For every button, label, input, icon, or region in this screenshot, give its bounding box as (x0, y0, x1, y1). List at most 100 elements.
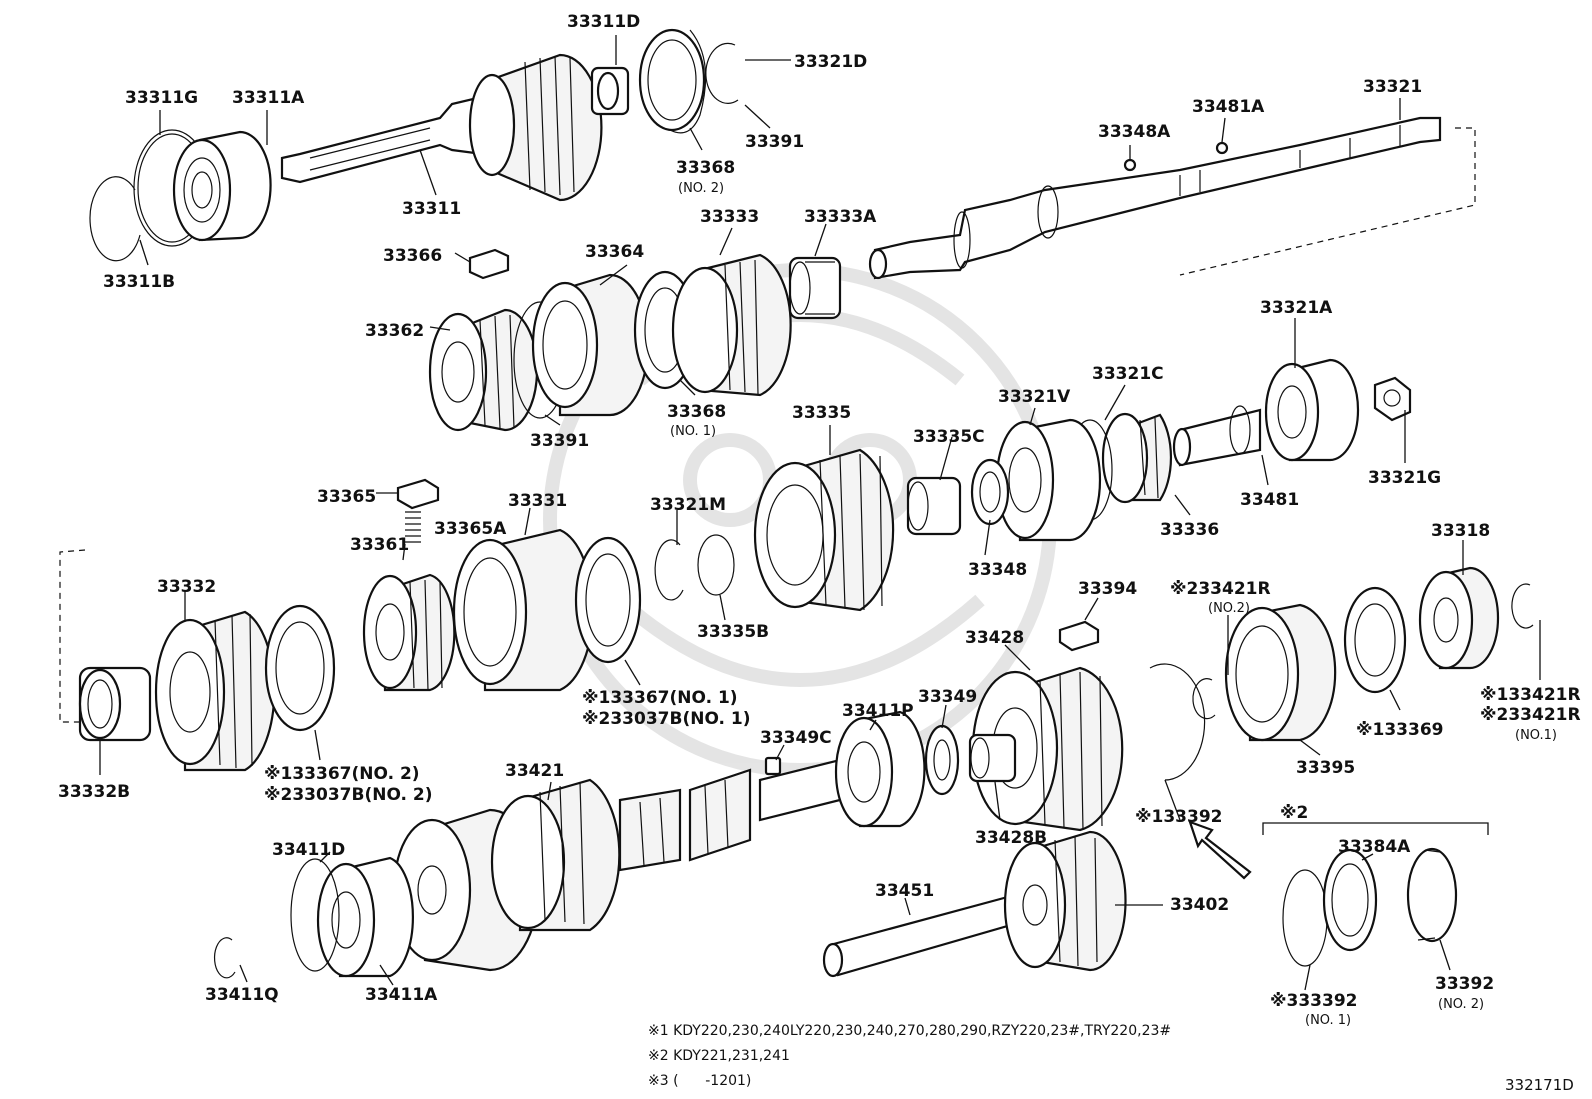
label-33335C: 33335C (913, 427, 985, 447)
label-33368-no1: 33368 (667, 402, 726, 422)
label-133369: ※133369 (1356, 720, 1444, 740)
idler-gear-33402 (1003, 830, 1127, 972)
snap-ring-133421R (1511, 583, 1534, 629)
label-33333: 33333 (700, 207, 759, 227)
label-333392-no1-sub: (NO. 1) (1305, 1013, 1351, 1028)
label-133367-no1: ※133367(NO. 1) (582, 688, 738, 708)
spacer-33349C (764, 756, 782, 776)
input-shaft-33311 (280, 53, 603, 202)
label-233421R-sub: (NO.1) (1515, 728, 1557, 743)
label-33395: 33395 (1296, 758, 1355, 778)
label-233421R-no2: ※233421R (1170, 579, 1271, 599)
label-233421R-no2-sub: (NO.2) (1208, 601, 1250, 616)
label-33321C: 33321C (1092, 364, 1164, 384)
label-233421R: ※233421R (1480, 705, 1581, 725)
label-33368-no2: 33368 (676, 158, 735, 178)
label-33332: 33332 (157, 577, 216, 597)
label-133367-no2: ※133367(NO. 2) (264, 764, 420, 784)
label-33332B: 33332B (58, 782, 130, 802)
snap-ring-33411Q (213, 937, 236, 979)
label-33365A: 33365A (434, 519, 507, 539)
label-33311A: 33311A (232, 88, 305, 108)
bearing-33411A (316, 856, 415, 978)
label-33366: 33366 (383, 246, 442, 266)
label-33364: 33364 (585, 242, 644, 262)
label-33311D: 33311D (567, 12, 640, 32)
label-33349C: 33349C (760, 728, 832, 748)
hub-33361 (362, 573, 456, 692)
gear-33335 (753, 448, 895, 612)
key-33394 (1058, 620, 1100, 652)
label-33311: 33311 (402, 199, 461, 219)
guide-dashes-left (59, 549, 86, 723)
label-33365: 33365 (317, 487, 376, 507)
synchronizer-ring-33367-no1 (574, 536, 642, 664)
synchronizer-ring-33368-no2 (638, 28, 707, 134)
label-33348: 33348 (968, 560, 1027, 580)
spacer-33349 (924, 724, 960, 796)
part-shapes (59, 28, 1534, 979)
synchronizer-ring-33367-no2 (264, 604, 336, 732)
label-33333A: 33333A (804, 207, 877, 227)
direction-arrow (1188, 820, 1252, 880)
needle-bearing-33428B (968, 733, 1017, 783)
footnote-2: ※2 KDY221,231,241 (648, 1048, 790, 1064)
part-labels: 33311G 33311A 33311B 33311 33311D 33321D… (58, 12, 1581, 1028)
label-33348A: 33348A (1098, 122, 1171, 142)
counter-gear-33421 (392, 758, 842, 972)
idler-shaft-33451 (822, 893, 1026, 978)
snap-ring-33321D (705, 42, 739, 104)
label-33335B: 33335B (697, 622, 769, 642)
ring-33335B (697, 534, 735, 596)
label-33368-no2-sub: (NO. 2) (678, 181, 724, 196)
label-333392-no1: ※333392 (1270, 991, 1358, 1011)
label-33361: 33361 (350, 535, 409, 555)
label-33384A: 33384A (1338, 837, 1411, 857)
bearing-33321A (1264, 358, 1360, 462)
bearing-33411P (834, 710, 926, 828)
hub-sleeve-33362 (428, 308, 539, 432)
needle-bearing-33332B (78, 666, 152, 742)
nut-33321G (1373, 376, 1412, 422)
label-33421: 33421 (505, 761, 564, 781)
label-33392-no2-sub: (NO. 2) (1438, 997, 1484, 1012)
footnote-3: ※3 ( -1201) (648, 1073, 751, 1089)
spring-33365A (405, 511, 421, 543)
label-33336: 33336 (1160, 520, 1219, 540)
needle-bearing-33335C (906, 476, 962, 536)
footnote-1: ※1 KDY220,230,240LY220,230,240,270,280,2… (648, 1023, 1171, 1039)
label-33411Q: 33411Q (205, 985, 279, 1005)
label-33428: 33428 (965, 628, 1024, 648)
note2-bracket (1262, 822, 1489, 835)
label-33321G: 33321G (1368, 468, 1441, 488)
label-33481A: 33481A (1192, 97, 1265, 117)
collar-33348 (970, 458, 1010, 526)
label-33331: 33331 (508, 491, 567, 511)
label-note2-mark: ※2 (1280, 803, 1308, 823)
sleeve-33395 (1224, 603, 1337, 742)
label-33311B: 33311B (103, 272, 175, 292)
label-33392-no2: 33392 (1435, 974, 1494, 994)
sleeve-33364 (531, 273, 650, 417)
label-33411A: 33411A (365, 985, 438, 1005)
guide-dashes-right (1179, 127, 1476, 276)
shaft-33481 (1172, 405, 1262, 467)
synchronizer-ring-33384A (1322, 848, 1378, 952)
label-33411D: 33411D (272, 840, 345, 860)
label-233037B-no2: ※233037B(NO. 2) (264, 785, 433, 805)
label-33391-top: 33391 (745, 132, 804, 152)
label-33321V: 33321V (998, 387, 1071, 407)
label-233037B-no1: ※233037B(NO. 1) (582, 709, 751, 729)
label-33321D: 33321D (794, 52, 867, 72)
gear-33318 (1418, 566, 1500, 670)
label-33321A: 33321A (1260, 298, 1333, 318)
snap-ring-33392-no2 (1406, 847, 1458, 943)
label-33321: 33321 (1363, 77, 1422, 97)
key-33365 (396, 478, 440, 510)
figure-code: 332171D (1505, 1076, 1574, 1094)
label-33335: 33335 (792, 403, 851, 423)
bearing-33311D (590, 66, 630, 116)
gear-33332 (154, 610, 276, 772)
